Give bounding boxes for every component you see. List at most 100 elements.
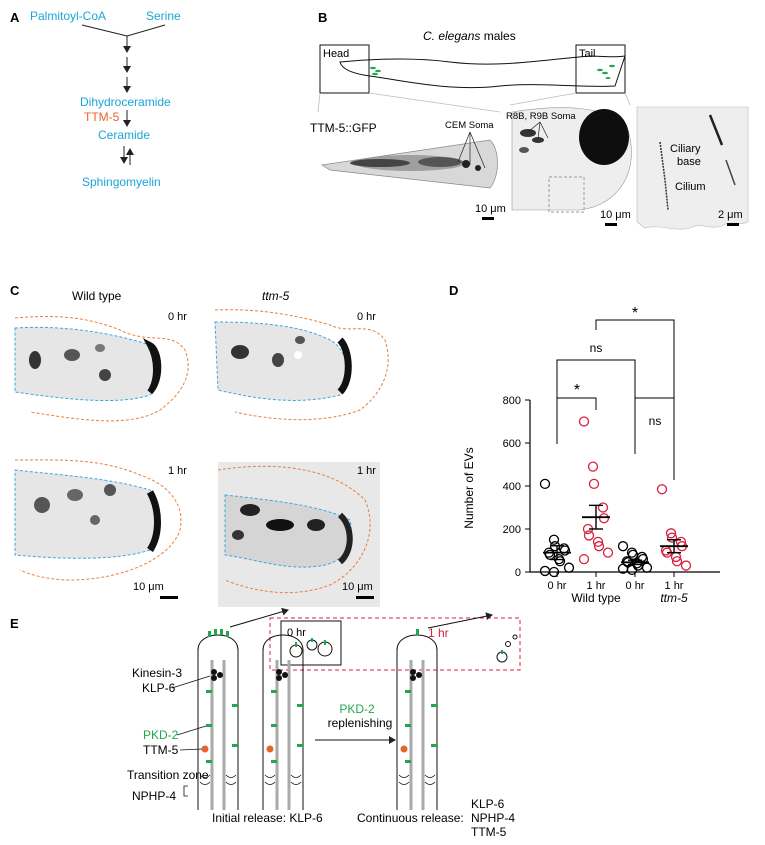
group-label-mutant: ttm-5 [660, 591, 688, 605]
sig-ns-1: ns [590, 341, 603, 355]
data-point [626, 564, 638, 575]
cilium-micrograph [636, 106, 749, 230]
data-point [563, 562, 575, 573]
head-box [319, 44, 370, 94]
time-0hr: 0 hr [287, 627, 306, 639]
panel-c: C Wild type ttm-5 0 hr 0 hr [10, 283, 389, 607]
scale-bar-1 [482, 217, 494, 220]
group-label-wt: Wild type [571, 591, 621, 605]
data-point [680, 560, 692, 571]
scale-bar-2-label: 10 μm [600, 209, 631, 221]
data-point [587, 461, 599, 472]
data-point [578, 553, 590, 565]
x-category-label: 0 hr [548, 580, 567, 592]
data-point [559, 545, 571, 556]
arrow-label-pkd2: PKD-2 [339, 702, 375, 716]
cilium-label: Cilium [675, 181, 706, 193]
data-point [656, 484, 668, 495]
data-point [598, 513, 610, 524]
pathway-sphingomyelin: Sphingomyelin [82, 175, 161, 189]
mutant-label: ttm-5 [262, 289, 290, 303]
cilium-diagram-2 [262, 634, 304, 810]
head-label: Head [323, 48, 349, 60]
data-point [602, 547, 614, 558]
tail-box [575, 44, 626, 94]
wt-0hr-time: 0 hr [168, 311, 187, 323]
data-point [641, 562, 653, 573]
cont-item-ttm5: TTM-5 [471, 825, 507, 839]
cem-soma-label: CEM Soma [445, 120, 494, 131]
worm-title: C. elegans males [423, 29, 516, 43]
x-category-label: 1 hr [665, 580, 684, 592]
data-point [554, 556, 566, 567]
data-point [548, 566, 560, 578]
zoom-region-box [548, 176, 585, 213]
y-axis-label: Number of EVs [462, 447, 476, 528]
mutant-0hr-time: 0 hr [357, 311, 376, 323]
arrow-label-replenishing: replenishing [328, 716, 393, 730]
panel-a-label: A [10, 10, 20, 25]
cilium-diagram-3 [396, 629, 438, 810]
error-bars [543, 504, 688, 566]
cilium-diagram-1 [197, 629, 239, 810]
y-tick-label: 600 [503, 438, 521, 450]
head-gfp-marks [370, 66, 381, 76]
pathway-dihydroceramide: Dihydroceramide [80, 95, 171, 109]
micrograph-mutant-0hr [214, 309, 389, 421]
micrograph-wt-0hr [14, 310, 195, 422]
mutant-1hr-time: 1 hr [357, 465, 376, 477]
y-tick-label: 800 [503, 395, 521, 407]
ev-gfp-marks [295, 638, 503, 654]
scale-bar-1-label: 10 μm [475, 203, 506, 215]
tail-micrograph [511, 107, 632, 213]
x-category-label: 1 hr [587, 580, 606, 592]
scale-c2 [356, 596, 374, 599]
bracket-top [595, 319, 675, 398]
label-pkd2: PKD-2 [143, 728, 179, 742]
ciliary-base-label-1: Ciliary [670, 143, 701, 155]
wild-type-label: Wild type [72, 289, 122, 303]
scale-bar-3-label: 2 μm [718, 209, 743, 221]
enzyme-ttm5: TTM-5 [84, 110, 120, 124]
reporter-label: TTM-5::GFP [310, 121, 377, 135]
data-point [671, 556, 683, 567]
micrograph-mutant-1hr [217, 462, 380, 607]
panel-e-label: E [10, 616, 19, 631]
ev-vesicles-1hr [496, 634, 518, 663]
data-point [597, 502, 609, 513]
head-micrograph [321, 139, 498, 189]
data-point [583, 530, 595, 541]
arrow-to-box [229, 607, 289, 628]
data-point [548, 534, 560, 545]
scale-bar-2 [605, 223, 617, 226]
label-continuous-release: Continuous release: [357, 811, 464, 825]
pathway-ceramide: Ceramide [98, 128, 150, 142]
r8b-soma-label: R8B, R9B Soma [506, 111, 576, 122]
scale-c2-label: 10 μm [342, 581, 373, 593]
panel-a: A Palmitoyl-CoA Serine Dihydroceramide T… [10, 9, 181, 189]
scale-c1 [160, 596, 178, 599]
y-tick-label: 200 [503, 524, 521, 536]
data-point [617, 541, 629, 552]
scale-c1-label: 10 μm [133, 581, 164, 593]
tail-label: Tail [579, 48, 596, 60]
wt-1hr-time: 1 hr [168, 465, 187, 477]
pathway-palmitoyl-coa: Palmitoyl-CoA [30, 9, 106, 23]
bracket-left [556, 397, 597, 444]
zero-hr-box [280, 620, 342, 666]
label-ttm5: TTM-5 [143, 743, 179, 757]
data-point [665, 528, 677, 539]
arrow-to-1hr [427, 612, 493, 629]
data-point [666, 532, 678, 543]
micrograph-wt-1hr [14, 459, 182, 581]
label-kinesin3: Kinesin-3 [132, 666, 182, 680]
pathway-serine: Serine [146, 9, 181, 23]
data-point [539, 478, 551, 490]
scale-bar-3 [727, 223, 739, 226]
y-tick-label: 400 [503, 481, 521, 493]
time-1hr: 1 hr [428, 626, 449, 640]
cont-item-klp6: KLP-6 [471, 797, 505, 811]
